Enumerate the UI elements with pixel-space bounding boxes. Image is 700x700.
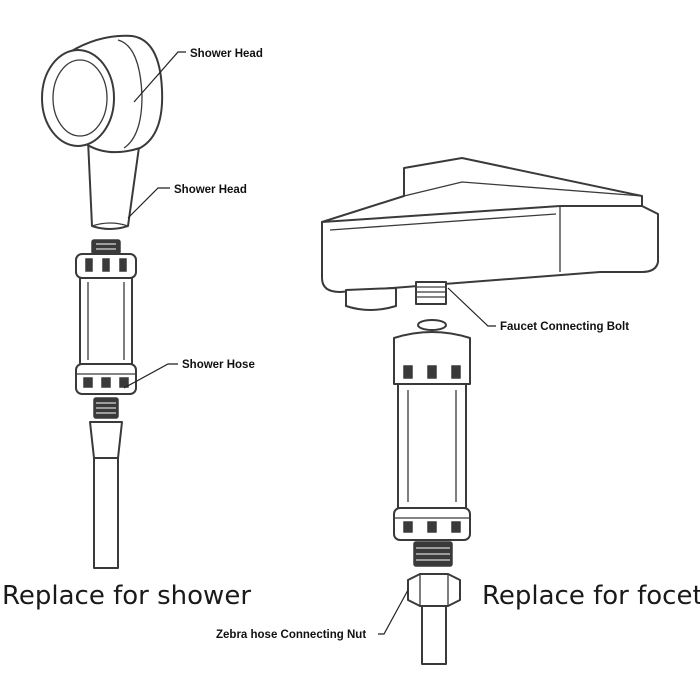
faucet-filter-bottom-thread	[413, 541, 453, 567]
faucet-filter-cartridge	[393, 331, 471, 541]
shower-assembly	[41, 34, 164, 569]
zebra-hose-connecting-nut	[407, 573, 461, 665]
faucet-assembly	[321, 157, 659, 665]
shower-hose	[89, 421, 123, 569]
label-shower-head-top: Shower Head	[190, 48, 263, 60]
caption-replace-faucet: Replace for focet	[482, 581, 700, 611]
shower-filter-cartridge	[75, 253, 137, 395]
faucet-connecting-bolt	[415, 281, 447, 305]
label-faucet-connecting-bolt: Faucet Connecting Bolt	[500, 321, 629, 333]
label-zebra-hose-nut: Zebra hose Connecting Nut	[216, 629, 366, 641]
label-shower-head-neck: Shower Head	[174, 184, 247, 196]
faucet-outlet	[345, 287, 397, 311]
caption-replace-shower: Replace for shower	[2, 581, 251, 611]
filter-top-thread	[91, 239, 121, 255]
faucet-body	[321, 157, 659, 293]
shower-head-handle	[87, 139, 141, 230]
shower-head	[41, 34, 164, 154]
faucet-filter-top-ring	[417, 319, 447, 331]
filter-bottom-thread	[93, 397, 119, 419]
leader-lines	[123, 51, 496, 635]
label-shower-hose: Shower Hose	[182, 359, 255, 371]
